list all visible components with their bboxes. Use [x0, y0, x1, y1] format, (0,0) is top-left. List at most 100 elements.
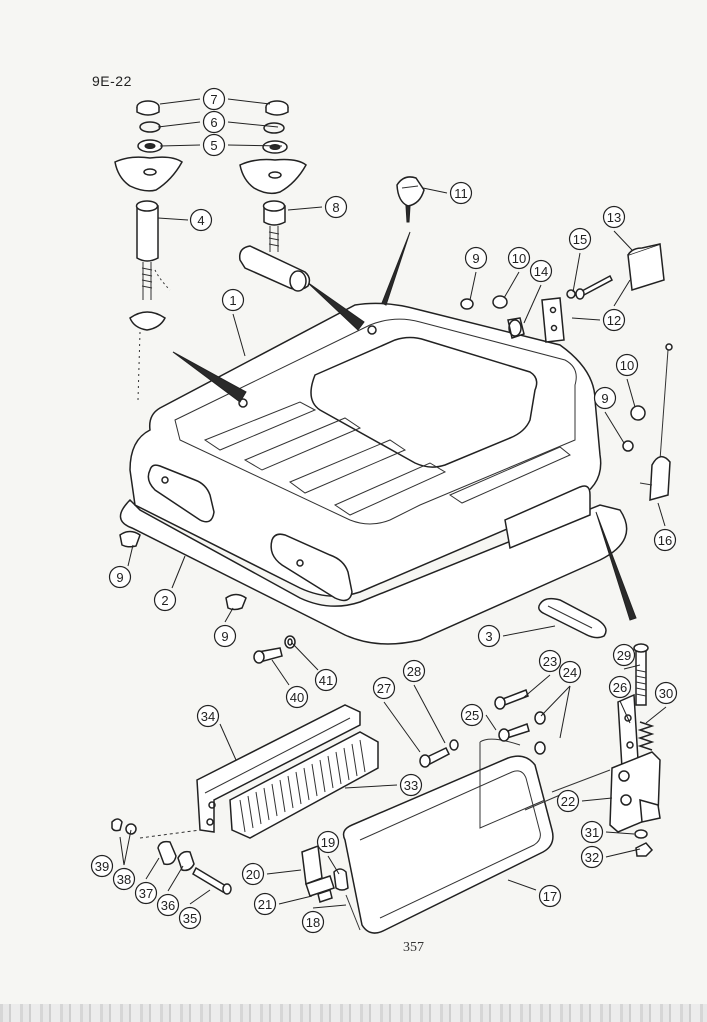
leader-line [571, 317, 601, 321]
callout-17: 17 [538, 884, 562, 908]
leader-line [507, 879, 537, 891]
plug-9-top [460, 298, 474, 310]
callout-circle [202, 87, 226, 111]
callout-circle [477, 624, 501, 648]
callout-number: 11 [454, 186, 468, 201]
leader-line [645, 706, 667, 724]
callout-circle [108, 565, 132, 589]
right-fittings [460, 242, 665, 452]
leader-line [159, 98, 201, 105]
callout-26: 26 [608, 675, 632, 699]
callout-circle [324, 195, 348, 219]
callout-40: 40 [285, 685, 309, 709]
callout-circle [202, 133, 226, 157]
interior-light-11 [396, 176, 425, 223]
pointer-wedge-left [172, 351, 247, 403]
callout-number: 40 [290, 690, 304, 705]
callout-number: 17 [543, 889, 557, 904]
callout-10: 10 [615, 353, 639, 377]
callout-30: 30 [654, 681, 678, 705]
callout-number: 9 [116, 570, 123, 585]
callout-circle [593, 386, 617, 410]
callout-number: 36 [161, 898, 175, 913]
leader-line [271, 659, 290, 686]
roof-hole-side [161, 476, 169, 484]
leader-line [344, 784, 398, 789]
leader-line [605, 831, 635, 835]
callout-circle [654, 681, 678, 705]
roof-hole-rear [367, 325, 377, 335]
callout-circle [602, 205, 626, 229]
callout-10: 10 [507, 246, 531, 270]
washer-38 [125, 823, 137, 835]
roof-rib-5 [448, 446, 571, 504]
leader-line [572, 252, 581, 293]
callout-number: 34 [201, 709, 215, 724]
leader-line [266, 869, 302, 875]
roof-top-frame [174, 318, 577, 525]
callout-circle [653, 528, 677, 552]
callout-number: 10 [512, 251, 526, 266]
leader-line [522, 674, 551, 699]
callout-24: 24 [558, 660, 582, 684]
roof-rib-1 [203, 401, 317, 451]
callout-circle [253, 892, 277, 916]
callout-circle [202, 110, 226, 134]
leader-line [619, 700, 631, 724]
callout-number: 14 [534, 264, 548, 279]
callout-36: 36 [156, 893, 180, 917]
callout-circle [112, 867, 136, 891]
leader-line [581, 797, 613, 802]
leader-line [119, 836, 125, 866]
callout-27: 27 [372, 676, 396, 700]
plug-9-side [622, 440, 634, 452]
bracket-right [239, 158, 307, 195]
leader-line [145, 857, 160, 880]
callout-18: 18 [301, 910, 325, 934]
leader-line [413, 684, 446, 744]
roof-rib-3 [288, 439, 407, 494]
callout-9: 9 [464, 246, 488, 270]
roof-hole-front [296, 559, 304, 567]
leader-line [503, 271, 520, 299]
bracket-left [114, 156, 183, 192]
callout-number: 22 [561, 794, 575, 809]
leader-line [485, 714, 497, 731]
callout-circle [507, 246, 531, 270]
clip-6-left [139, 121, 161, 133]
leader-line [227, 121, 279, 128]
callout-number: 15 [573, 232, 587, 247]
callout-number: 1 [229, 293, 236, 308]
callout-circle [615, 353, 639, 377]
callout-11: 11 [449, 181, 473, 205]
plug-9-front [225, 593, 247, 611]
callout-number: 41 [319, 673, 333, 688]
callout-number: 8 [332, 200, 339, 215]
roof-rib-2 [243, 417, 362, 471]
callout-number: 9 [221, 629, 228, 644]
callout-19: 19 [316, 830, 340, 854]
screw-21 [317, 889, 333, 903]
callout-circle [612, 643, 636, 667]
callout-circle [153, 588, 177, 612]
leader-line [327, 855, 340, 875]
callout-number: 31 [585, 825, 599, 840]
callout-circle [316, 830, 340, 854]
callout-7: 7 [202, 87, 226, 111]
rod-18 [345, 894, 361, 931]
callout-41: 41 [314, 668, 338, 692]
bracket-20 [301, 844, 323, 886]
leader-line [167, 865, 184, 892]
knob-19 [333, 868, 349, 891]
leader-line [383, 701, 421, 753]
callout-circle [568, 227, 592, 251]
callout-number: 20 [246, 867, 260, 882]
antenna-16 [639, 343, 673, 502]
bolt-13 [579, 274, 613, 298]
callout-2: 2 [153, 588, 177, 612]
callout-9: 9 [213, 624, 237, 648]
scan-edge [0, 1004, 707, 1022]
callout-circle [301, 910, 325, 934]
callout-circle [314, 668, 338, 692]
